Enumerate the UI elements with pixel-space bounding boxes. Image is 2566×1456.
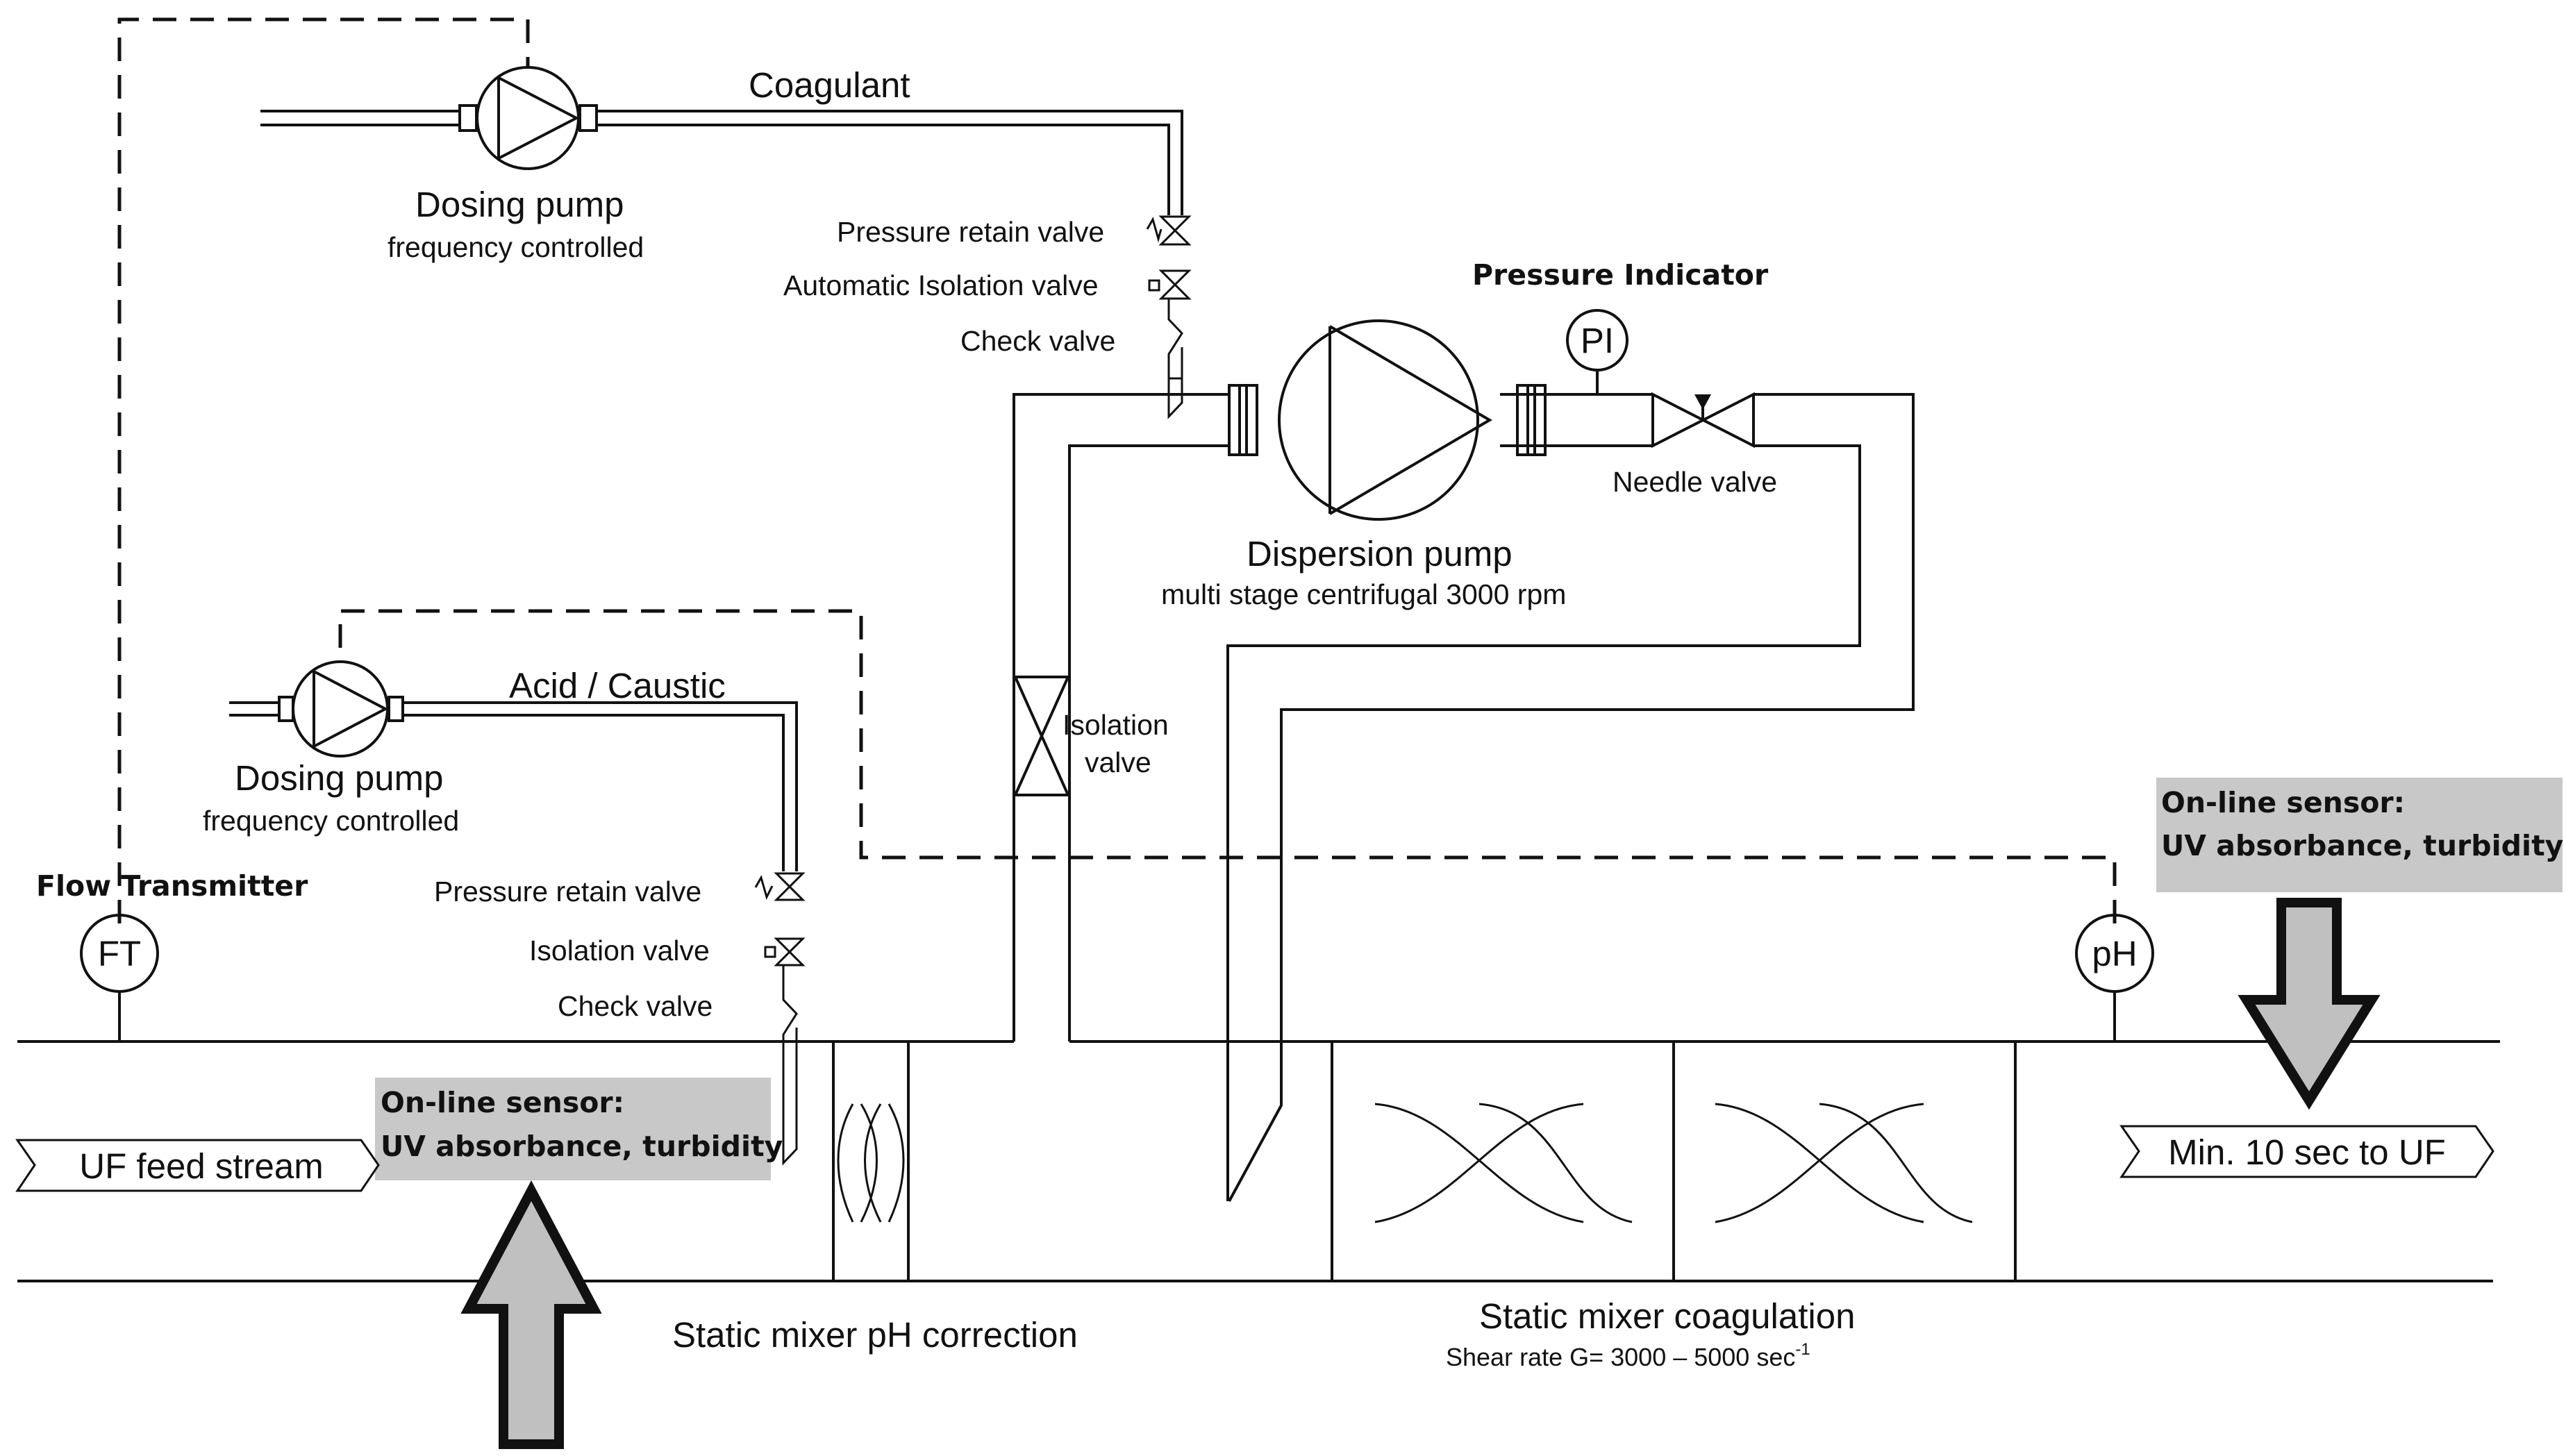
auto-isolation-valve-label: Automatic Isolation valve	[783, 269, 1099, 301]
static-mixer-coagulation	[1331, 1040, 2017, 1282]
pressure-retain-valve-1-label: Pressure retain valve	[837, 216, 1104, 248]
check-valve-2-label: Check valve	[558, 990, 713, 1022]
pi-symbol-label: PI	[1581, 321, 1614, 360]
ph-sensor	[2075, 914, 2154, 1041]
control-signal-lines	[117, 17, 2117, 923]
dispersion-loop	[1013, 393, 1915, 1202]
min-to-uf-label: Min. 10 sec to UF	[2168, 1132, 2446, 1172]
ph-symbol-label: pH	[2092, 934, 2137, 973]
shear-rate-label: Shear rate G= 3000 – 5000 sec-1	[1446, 1340, 1810, 1371]
ft-symbol-label: FT	[98, 934, 141, 973]
dosing-pump-2-sub: frequency controlled	[203, 805, 459, 837]
acid-caustic-line	[229, 660, 806, 1166]
needle-valve	[1651, 392, 1755, 449]
static-mixer-coag-label: Static mixer coagulation	[1479, 1296, 1855, 1336]
sensor-right-line1: On-line sensor:	[2161, 786, 2405, 819]
dosing-pump-1-sub: frequency controlled	[388, 231, 644, 263]
pressure-indicator	[1566, 309, 1628, 394]
isolation-valve-2-label: Isolation valve	[529, 935, 710, 967]
acid-caustic-label: Acid / Caustic	[509, 666, 726, 705]
sensor-left-line2: UV absorbance, turbidity	[381, 1130, 783, 1163]
uf-feed-stream-tag	[15, 1139, 380, 1192]
up-arrow-icon	[460, 1180, 602, 1449]
check-valve-1-label: Check valve	[960, 325, 1115, 357]
dosing-pump-1-label: Dosing pump	[415, 185, 624, 224]
sensor-left-line1: On-line sensor:	[381, 1086, 624, 1119]
shear-rate-exponent: -1	[1795, 1340, 1810, 1359]
isolation-valve-main	[1013, 676, 1071, 796]
uf-feed-stream-label: UF feed stream	[79, 1146, 323, 1186]
min-to-uf-tag	[2119, 1125, 2494, 1178]
flow-transmitter-label: Flow Transmitter	[36, 869, 308, 903]
coagulant-line	[260, 66, 1192, 419]
dispersion-pump-sub: multi stage centrifugal 3000 rpm	[1161, 578, 1566, 610]
down-arrow-icon	[2238, 898, 2381, 1110]
dosing-pump-2-label: Dosing pump	[235, 758, 444, 798]
dispersion-pump-label: Dispersion pump	[1247, 534, 1513, 574]
isolation-valve-label-1: Isolation	[1063, 709, 1169, 741]
isolation-valve-label-2: valve	[1085, 746, 1151, 778]
dispersion-pump	[1228, 319, 1547, 521]
static-mixer-ph	[832, 1040, 910, 1282]
needle-valve-label: Needle valve	[1613, 466, 1777, 498]
pressure-indicator-label: Pressure Indicator	[1472, 258, 1769, 292]
pressure-retain-valve-2-label: Pressure retain valve	[434, 876, 701, 907]
flow-transmitter	[80, 914, 159, 1041]
sensor-box-left	[375, 1078, 771, 1180]
sensor-box-right	[2156, 778, 2563, 892]
static-mixer-ph-label: Static mixer pH correction	[672, 1315, 1078, 1355]
coagulant-label: Coagulant	[749, 65, 910, 105]
sensor-right-line2: UV absorbance, turbidity	[2161, 829, 2563, 862]
